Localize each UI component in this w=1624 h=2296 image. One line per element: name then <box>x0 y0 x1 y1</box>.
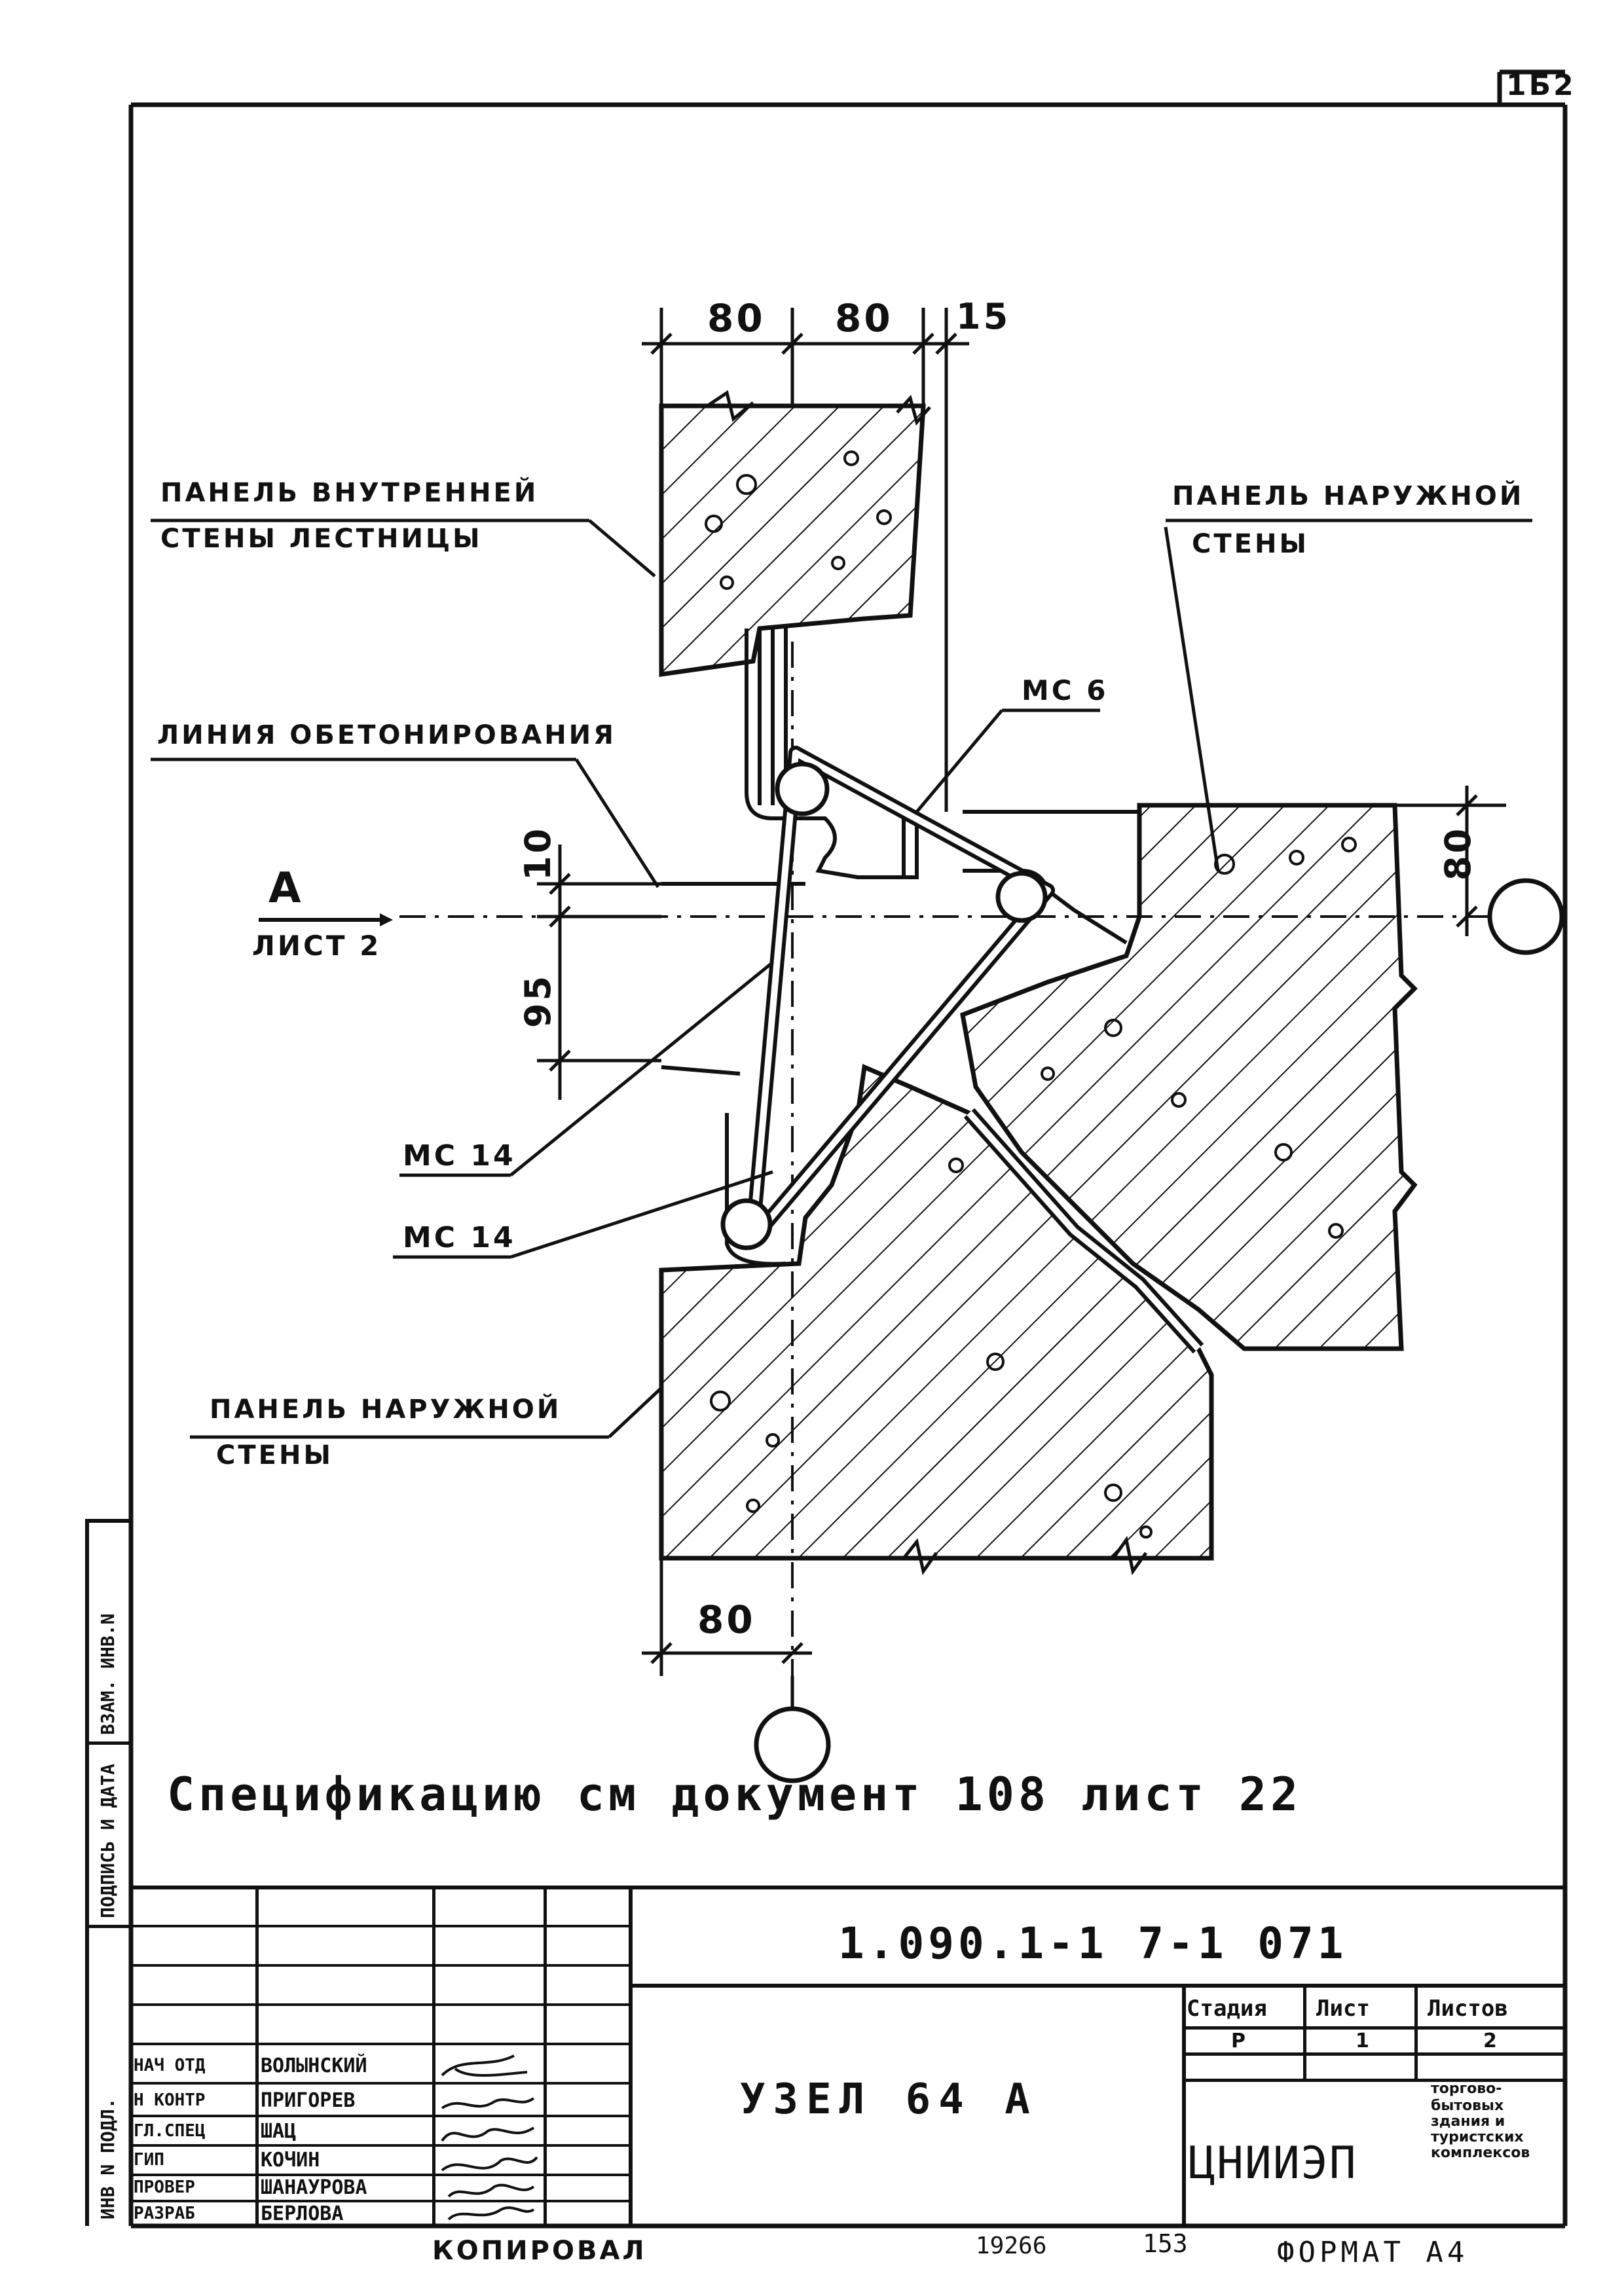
staff-name-6: БЕРЛОВА <box>261 2202 344 2225</box>
staff-role-4: ГИП <box>134 2150 164 2170</box>
rebar-ties-inner <box>750 750 1051 1234</box>
staff-name-3: ШАЦ <box>261 2120 297 2143</box>
label-outer-wall-panel-left-2: СТЕНЫ <box>216 1440 333 1470</box>
dim-left-2: 95 <box>517 973 559 1028</box>
label-mc14-a: МС 14 <box>403 1139 516 1173</box>
label-section-letter: А <box>268 864 304 913</box>
dimension-lines <box>537 308 1506 1676</box>
stage-header: Стадия <box>1187 1995 1267 2022</box>
footer-page: 153 <box>1143 2229 1188 2258</box>
label-mc6: МС 6 <box>1022 674 1109 706</box>
staff-name-1: ВОЛЫНСКИЙ <box>261 2054 367 2077</box>
staff-role-1: НАЧ ОТД <box>134 2056 206 2075</box>
organization: ЦНИИЭП <box>1189 2138 1357 2189</box>
label-concreting-line: ЛИНИЯ ОБЕТОНИРОВАНИЯ <box>157 720 616 750</box>
label-outer-wall-panel-left-1: ПАНЕЛЬ НАРУЖНОЙ <box>210 1394 562 1425</box>
label-mc14-b: МС 14 <box>403 1221 516 1254</box>
leader-lines <box>151 519 1532 1439</box>
document-code: 1.090.1-1 7-1 071 <box>838 1918 1348 1969</box>
axis-markers <box>754 878 1564 1783</box>
label-outer-wall-panel-right-2: СТЕНЫ <box>1192 529 1309 559</box>
dim-bottom: 80 <box>697 1597 756 1642</box>
organization-desc-2: бытовых <box>1431 2098 1504 2114</box>
staff-name-5: ШАНАУРОВА <box>261 2176 367 2199</box>
footer-format: ФОРМАТ А4 <box>1277 2236 1469 2269</box>
corner-page-number: 1Б2 <box>1506 69 1576 102</box>
side-stamp-signature-date: ПОДПИСЬ И ДАТА <box>97 1763 119 1918</box>
sheet-value: 1 <box>1356 2030 1369 2052</box>
label-inner-wall-panel-2: СТЕНЫ ЛЕСТНИЦЫ <box>160 524 483 554</box>
stage-value: Р <box>1231 2030 1246 2052</box>
side-stamp-replaced-inv: ВЗАМ. ИНВ.N <box>97 1613 119 1735</box>
organization-desc-4: туристских <box>1431 2129 1524 2145</box>
dim-top-2: 80 <box>835 296 893 340</box>
side-stamp-inv-number: ИНВ N ПОДЛ. <box>97 2098 119 2219</box>
staff-role-5: ПРОВЕР <box>134 2178 195 2197</box>
organization-desc-3: здания и <box>1431 2113 1505 2130</box>
dim-top-3: 15 <box>956 296 1011 337</box>
organization-desc-1: торгово- <box>1431 2081 1502 2097</box>
drawing-title: УЗЕЛ 64 А <box>740 2075 1038 2124</box>
concrete-aggregate-marks <box>705 450 1357 1539</box>
dim-top-1: 80 <box>707 296 766 340</box>
footer-number: 19266 <box>976 2232 1047 2259</box>
break-marks <box>706 390 1148 1576</box>
staff-role-3: ГЛ.СПЕЦ <box>134 2121 206 2141</box>
dim-right: 80 <box>1437 826 1479 881</box>
footer-copied: КОПИРОВАЛ <box>432 2236 647 2266</box>
label-section-sheet: ЛИСТ 2 <box>252 930 382 962</box>
title-block: 1.090.1-1 7-1 071 УЗЕЛ 64 А Стадия Лист … <box>131 1886 1565 2226</box>
signatures <box>441 2054 538 2221</box>
specification-note: Спецификацию см документ 108 лист 22 <box>167 1768 1302 1821</box>
sheets-value: 2 <box>1483 2030 1497 2052</box>
rebar-loops <box>720 761 1048 1250</box>
staff-role-6: РАЗРАБ <box>134 2204 195 2223</box>
sheet-frame <box>128 69 1568 2229</box>
sheets-header: Листов <box>1428 1995 1508 2022</box>
staff-name-4: КОЧИН <box>261 2149 320 2172</box>
side-stamp: ИНВ N ПОДЛ. ПОДПИСЬ И ДАТА ВЗАМ. ИНВ.N <box>85 1519 131 2226</box>
organization-desc-5: комплексов <box>1431 2145 1530 2161</box>
staff-name-2: ПРИГОРЕВ <box>261 2089 356 2112</box>
dim-left-1: 10 <box>517 826 559 881</box>
inner-wall-panel <box>659 403 926 678</box>
staff-role-2: Н КОНТР <box>134 2090 206 2110</box>
outer-wall-panel-right <box>960 803 1418 1351</box>
sheet-header: Лист <box>1316 1995 1370 2022</box>
label-outer-wall-panel-right-1: ПАНЕЛЬ НАРУЖНОЙ <box>1172 481 1524 511</box>
label-inner-wall-panel-1: ПАНЕЛЬ ВНУТРЕННЕЙ <box>160 478 539 508</box>
